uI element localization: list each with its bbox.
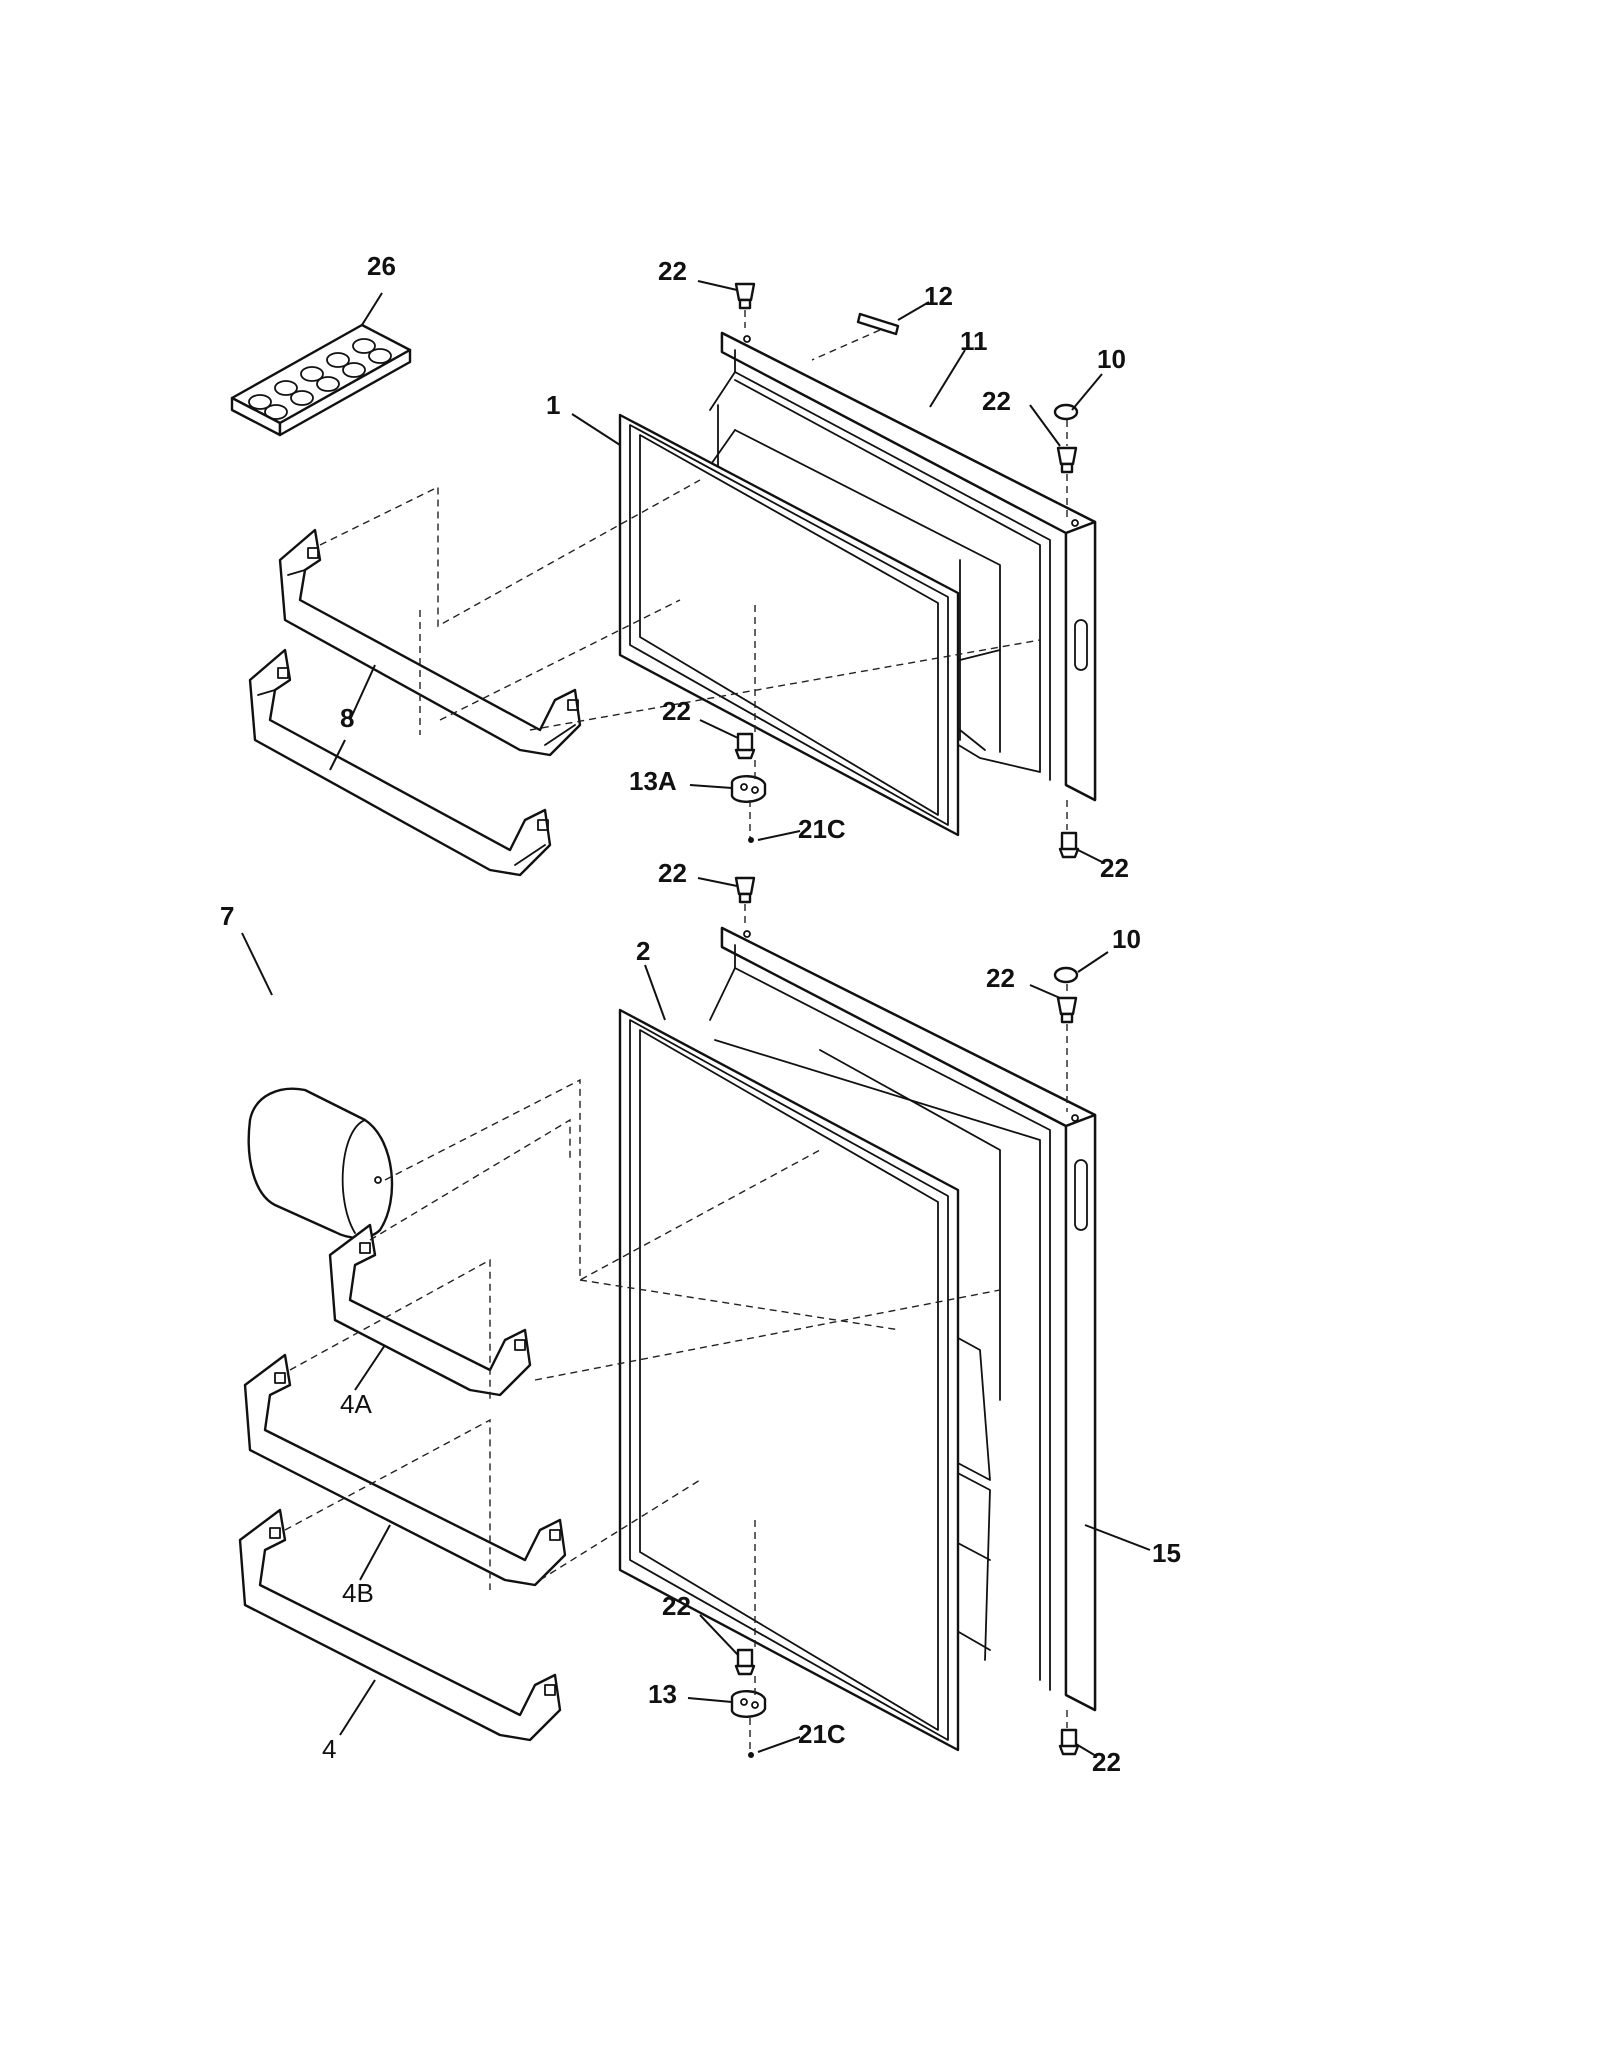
- freezer-shelf-upper-part-8: [278, 528, 582, 757]
- label-22-freezer-right: 22: [982, 386, 1011, 416]
- door-shelf-part-4a: [328, 1223, 532, 1397]
- label-22-fresh-food-right: 22: [986, 963, 1015, 993]
- label-21c-fresh-food: 21C: [798, 1719, 846, 1749]
- plug-freezer: [1053, 403, 1079, 421]
- label-22-freezer-hinge: 22: [662, 696, 691, 726]
- freezer-door-part-11: [699, 331, 1097, 802]
- fresh-food-gasket-part-2: [618, 1008, 960, 1752]
- label-11: 11: [960, 326, 988, 356]
- label-22-top-freezer: 22: [658, 256, 687, 286]
- label-4b: 4B: [342, 1578, 374, 1608]
- part-labels: 26 22 12 11 10 22 1 8 22 13A 21C 22 22 7…: [220, 251, 1181, 1777]
- label-22-fresh-food-right-bottom: 22: [1092, 1747, 1121, 1777]
- screw-fresh-food-hinge-bottom: [734, 1648, 756, 1676]
- label-22-top-fresh-food: 22: [658, 858, 687, 888]
- label-21c-freezer: 21C: [798, 814, 846, 844]
- label-12: 12: [924, 281, 953, 311]
- freezer-shelf-lower-part-8: [248, 648, 552, 877]
- screw-freezer-right: [1056, 446, 1078, 474]
- screw-freezer-right-bottom: [1058, 831, 1080, 859]
- label-4: 4: [322, 1734, 336, 1764]
- label-13a: 13A: [629, 766, 677, 796]
- label-4a: 4A: [340, 1389, 372, 1419]
- label-22-freezer-right-bottom: 22: [1100, 853, 1129, 883]
- label-13: 13: [648, 1679, 677, 1709]
- hinge-part-13a: [730, 775, 767, 803]
- label-2: 2: [636, 936, 650, 966]
- screw-fresh-food-right-bottom: [1058, 1728, 1080, 1756]
- label-1: 1: [546, 390, 560, 420]
- leader-lines: [241, 280, 1151, 1757]
- hinge-part-13: [730, 1690, 767, 1718]
- plug-fresh-food: [1053, 966, 1079, 984]
- screw-fresh-food-right: [1056, 996, 1078, 1024]
- freezer-gasket-part-1: [618, 413, 960, 837]
- fresh-food-door-part-15: [704, 926, 1097, 1712]
- label-26: 26: [367, 251, 396, 281]
- plate-part-12: [856, 312, 900, 336]
- label-15: 15: [1152, 1538, 1181, 1568]
- label-10-freezer: 10: [1097, 344, 1126, 374]
- dairy-cover-part-7: [247, 1087, 394, 1239]
- label-22-fresh-food-hinge: 22: [662, 1591, 691, 1621]
- label-10-fresh-food: 10: [1112, 924, 1141, 954]
- screw-freezer-hinge-bottom: [734, 732, 756, 760]
- door-shelf-part-4b: [243, 1353, 567, 1587]
- egg-tray-part-26: [230, 323, 412, 437]
- screw-top-fresh-food: [734, 876, 756, 904]
- screw-top-freezer: [734, 282, 756, 310]
- door-shelf-part-4: [238, 1508, 562, 1742]
- label-7: 7: [220, 901, 234, 931]
- pin-21c-freezer: [748, 837, 754, 843]
- pin-21c-fresh-food: [748, 1752, 754, 1758]
- assembly-lines: [284, 310, 1068, 1753]
- label-8: 8: [340, 703, 354, 733]
